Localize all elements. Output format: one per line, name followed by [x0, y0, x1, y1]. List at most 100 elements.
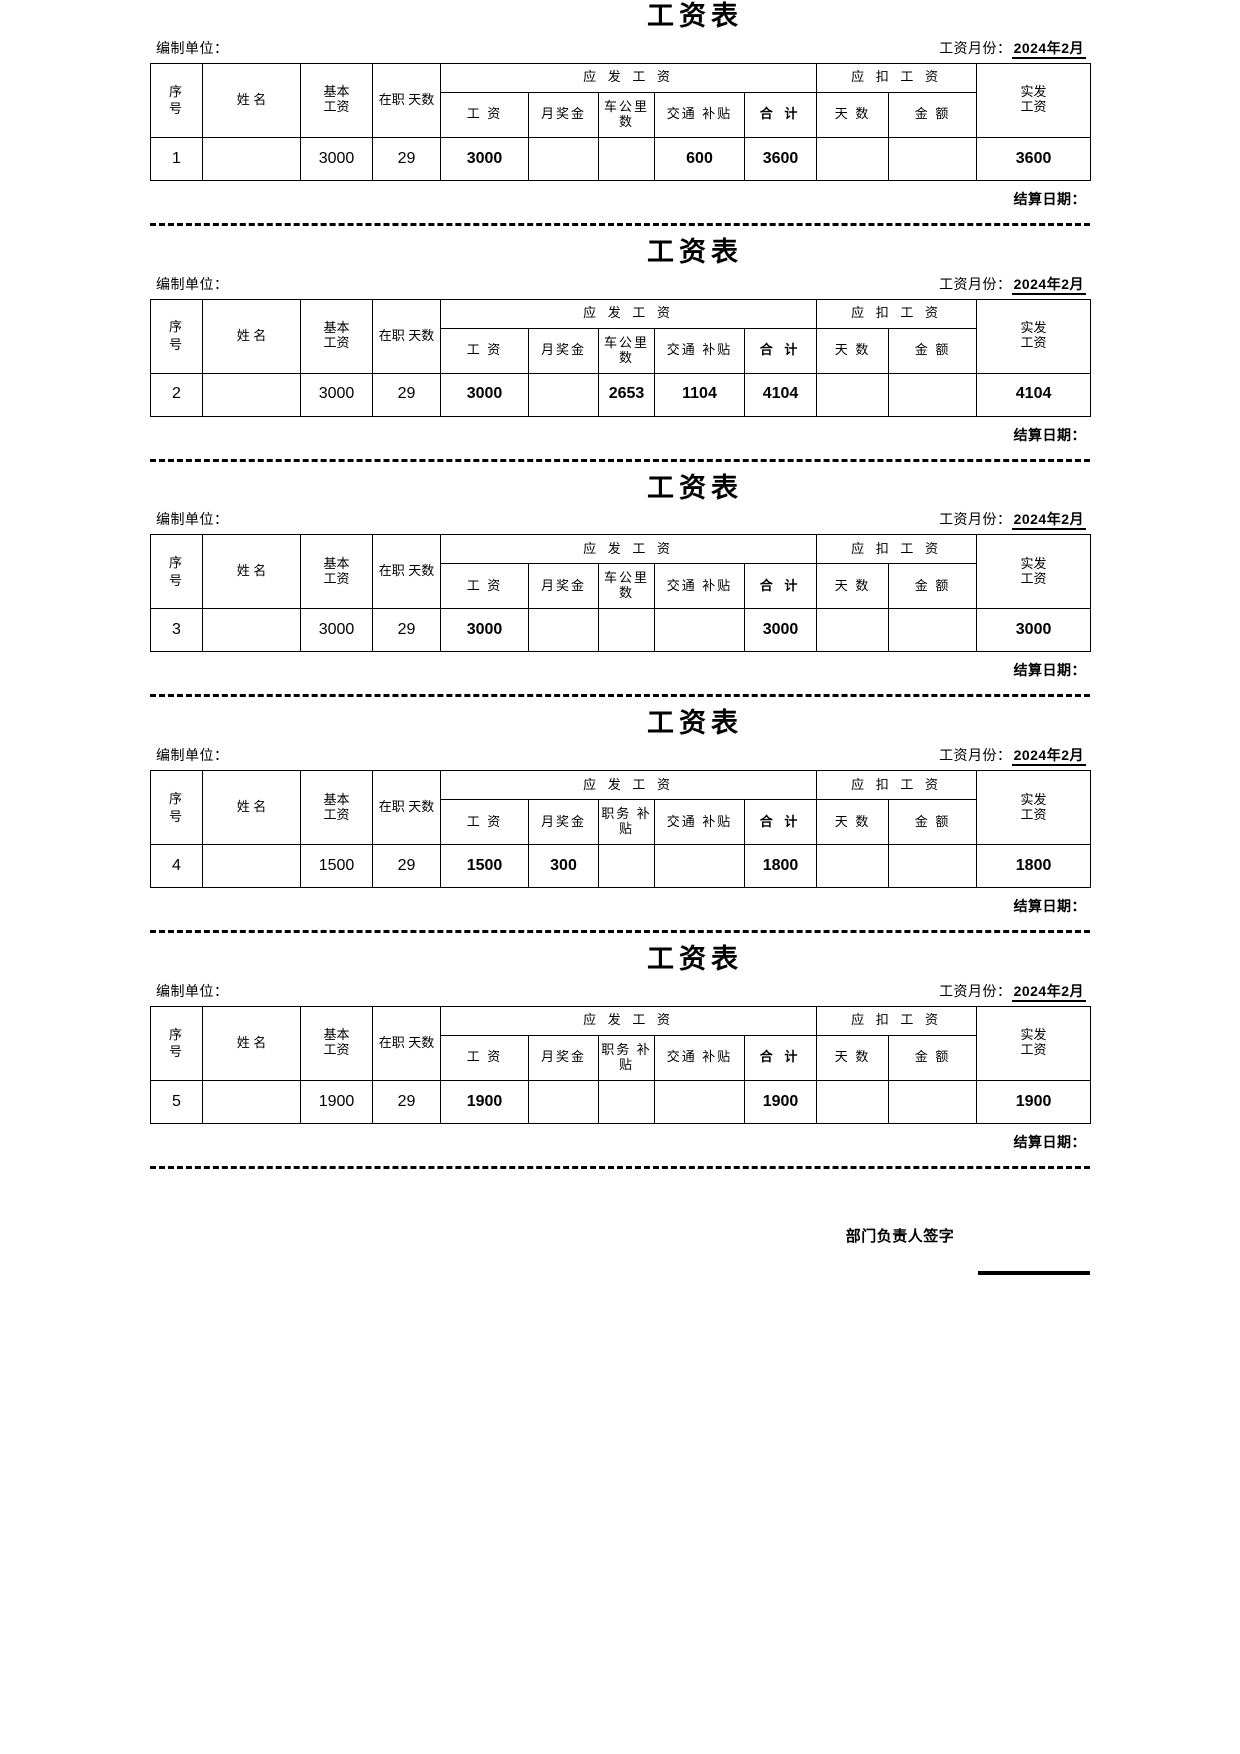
- col-header-extra: 车公里数: [598, 91, 655, 138]
- cut-line-divider: [150, 694, 1090, 698]
- col-header-gross-total: 合 计: [743, 799, 818, 845]
- col-header-net-salary: 实发工资: [976, 1005, 1092, 1081]
- col-header-deduct-amount: 金 额: [888, 91, 978, 138]
- salary-month-label: 工资月份：: [939, 747, 1012, 763]
- col-header-name: 姓 名: [202, 534, 301, 610]
- cell-working-days: 29: [372, 844, 441, 888]
- payslip-meta: 编制单位：工资月份：2024年2月: [150, 270, 1090, 299]
- col-header-name: 姓 名: [202, 298, 301, 374]
- col-header-monthly-bonus: 月奖金: [528, 1034, 599, 1081]
- payslip-block: 工资表编制单位：工资月份：2024年2月序号姓 名基本工资在职 天数应 发 工 …: [0, 943, 1240, 1169]
- col-header-gross-salary-group: 应 发 工 资: [439, 298, 818, 329]
- cell-deduct-amount: [888, 608, 978, 653]
- col-header-deduct-days: 天 数: [816, 1034, 890, 1081]
- col-header-gross-total: 合 计: [743, 1034, 818, 1081]
- col-header-traffic-allowance: 交通 补贴: [654, 327, 745, 374]
- col-header-deduct-days: 天 数: [816, 563, 890, 610]
- cell-deduct-amount: [888, 136, 978, 181]
- payslip-meta: 编制单位：工资月份：2024年2月: [150, 977, 1090, 1006]
- payslip: 工资表编制单位：工资月份：2024年2月序号姓 名基本工资在职 天数应 发 工 …: [150, 472, 1092, 681]
- cell-traffic-allowance: 600: [654, 136, 745, 181]
- col-header-extra: 车公里数: [598, 327, 655, 374]
- cell-name[interactable]: [202, 1079, 301, 1124]
- salary-month-label: 工资月份：: [939, 982, 1012, 999]
- col-header-deduct-days: 天 数: [816, 799, 890, 845]
- settlement-date-label: 结算日期：: [1013, 190, 1086, 207]
- col-header-basic-salary: 基本工资: [300, 1005, 373, 1081]
- page-title: 工资表: [647, 472, 743, 503]
- cell-deduct-amount: [888, 844, 978, 888]
- col-header-gross-salary-group: 应 发 工 资: [439, 534, 818, 565]
- cell-monthly-bonus: [528, 1079, 599, 1124]
- col-header-net-salary: 实发工资: [976, 62, 1092, 138]
- salary-month-value: 2024年2月: [1011, 511, 1086, 531]
- salary-month-value: 2024年2月: [1011, 747, 1086, 766]
- payroll-table: 序号姓 名基本工资在职 天数应 发 工 资应 扣 工 资实发工资工 资月奖金车公…: [150, 534, 1092, 653]
- col-header-seq: 序号: [150, 62, 203, 138]
- page-title: 工资表: [647, 944, 743, 974]
- settlement-date-label: 结算日期：: [1013, 426, 1086, 443]
- table-header-sub-row: 工 资月奖金车公里数交通 补贴合 计天 数金 额: [151, 563, 1091, 610]
- payslip: 工资表编制单位：工资月份：2024年2月序号姓 名基本工资在职 天数应 发 工 …: [150, 0, 1092, 209]
- payroll-table: 序号姓 名基本工资在职 天数应 发 工 资应 扣 工 资实发工资工 资月奖金职务…: [150, 770, 1092, 888]
- col-header-net-salary: 实发工资: [976, 298, 1092, 374]
- col-header-monthly-bonus: 月奖金: [528, 563, 599, 610]
- cell-wage: 3000: [440, 372, 529, 417]
- settlement-date-label: 结算日期：: [1013, 898, 1086, 914]
- col-header-gross-total: 合 计: [743, 91, 818, 138]
- cell-net-salary: 3600: [976, 136, 1092, 181]
- cell-name[interactable]: [202, 844, 301, 888]
- payroll-table: 序号姓 名基本工资在职 天数应 发 工 资应 扣 工 资实发工资工 资月奖金职务…: [150, 1005, 1092, 1124]
- settlement-date-label: 结算日期：: [1013, 1133, 1086, 1150]
- cell-working-days: 29: [372, 372, 441, 417]
- col-header-name: 姓 名: [202, 62, 301, 138]
- col-header-working-days: 在职 天数: [372, 1005, 441, 1081]
- payslip-list: 工资表编制单位：工资月份：2024年2月序号姓 名基本工资在职 天数应 发 工 …: [0, 0, 1240, 1169]
- cut-line-divider: [150, 458, 1090, 462]
- page-title: 工资表: [647, 1, 743, 31]
- col-header-net-salary: 实发工资: [976, 534, 1092, 610]
- salary-month-label: 工资月份：: [939, 511, 1012, 528]
- payslip: 工资表编制单位：工资月份：2024年2月序号姓 名基本工资在职 天数应 发 工 …: [150, 236, 1092, 445]
- col-header-working-days: 在职 天数: [372, 62, 441, 138]
- col-header-seq: 序号: [150, 298, 203, 374]
- preparing-unit-label: 编制单位：: [156, 747, 229, 763]
- cell-deduct-days: [816, 844, 890, 888]
- cell-name[interactable]: [202, 136, 301, 181]
- payslip-meta: 编制单位：工资月份：2024年2月: [150, 505, 1090, 534]
- department-head-signature-label: 部门负责人签字: [845, 1227, 955, 1245]
- cell-name[interactable]: [202, 608, 301, 653]
- payslip-block: 工资表编制单位：工资月份：2024年2月序号姓 名基本工资在职 天数应 发 工 …: [0, 0, 1240, 226]
- col-header-working-days: 在职 天数: [372, 534, 441, 610]
- salary-month: 工资月份：2024年2月: [939, 38, 1090, 59]
- cell-extra: [598, 1079, 655, 1124]
- payslip-meta: 编制单位：工资月份：2024年2月: [150, 34, 1090, 63]
- cell-extra: 2653: [598, 372, 655, 417]
- col-header-deduct-amount: 金 额: [888, 1034, 978, 1081]
- table-header-group-row: 序号姓 名基本工资在职 天数应 发 工 资应 扣 工 资实发工资: [150, 298, 1092, 374]
- col-header-deduct-amount: 金 额: [888, 327, 978, 374]
- payslip-block: 工资表编制单位：工资月份：2024年2月序号姓 名基本工资在职 天数应 发 工 …: [0, 236, 1240, 462]
- cell-monthly-bonus: 300: [528, 844, 599, 888]
- cell-monthly-bonus: [528, 372, 599, 417]
- signature-area: 部门负责人签字: [150, 1227, 1090, 1275]
- cell-extra: [598, 844, 655, 888]
- col-header-wage: 工 资: [440, 1034, 529, 1081]
- col-header-deduction-group: 应 扣 工 资: [816, 1005, 978, 1036]
- payslip-block: 工资表编制单位：工资月份：2024年2月序号姓 名基本工资在职 天数应 发 工 …: [0, 472, 1240, 698]
- col-header-deduction-group: 应 扣 工 资: [816, 534, 978, 565]
- col-header-wage: 工 资: [440, 799, 529, 845]
- col-header-monthly-bonus: 月奖金: [528, 327, 599, 374]
- cell-wage: 1500: [440, 844, 529, 888]
- cell-traffic-allowance: [654, 844, 745, 888]
- col-header-gross-salary-group: 应 发 工 资: [439, 62, 818, 93]
- cell-name[interactable]: [202, 372, 301, 417]
- cell-monthly-bonus: [528, 608, 599, 653]
- col-header-extra: 职务 补贴: [598, 799, 655, 845]
- col-header-gross-salary-group: 应 发 工 资: [439, 1005, 818, 1036]
- cell-gross-total: 3000: [743, 608, 818, 653]
- cell-seq: 3: [150, 608, 203, 653]
- cell-deduct-days: [816, 1079, 890, 1124]
